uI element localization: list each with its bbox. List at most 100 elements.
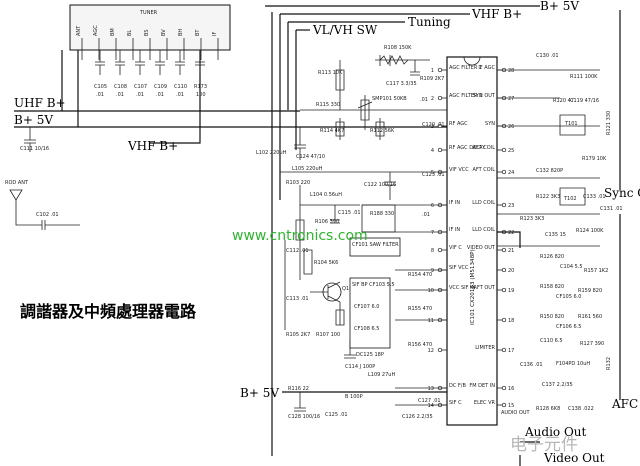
ic-pin-6-name: IF IN <box>449 200 460 206</box>
tuner-pin-bl: BL <box>127 30 133 36</box>
comp-r188: R188 330 <box>370 211 394 217</box>
ic-pin-8-name: VIF C <box>449 245 462 251</box>
comp-r128: R128 6K8 <box>536 406 560 412</box>
ic-pin-22-name: LLD COIL <box>472 227 495 233</box>
comp-c127: C127 .01 <box>418 398 441 404</box>
comp-c110b: C110 6.5 <box>540 338 563 344</box>
comp-r124: R124 100K <box>576 228 604 234</box>
rail-b5v-top: B+ 5V <box>540 0 579 13</box>
tuner-pin-if: IF <box>212 32 218 36</box>
ic-pin-4: 4 <box>431 148 434 154</box>
ic-pin-27-name: SYN OUT <box>473 93 496 99</box>
ic-pin-21-name: VIDEO OUT <box>467 245 496 251</box>
ic-pin-16: 16 <box>508 386 514 392</box>
ic-pin-14-name: SIF C <box>449 400 462 406</box>
output-audio: Audio Out <box>524 425 587 439</box>
comp-r105: R105 2K7 <box>286 332 310 338</box>
comp-c105: C105 <box>94 84 107 90</box>
ic-pin-1: 1 <box>431 68 434 74</box>
comp-c128: C128 100/16 <box>288 414 320 420</box>
comp-c125: C125 .01 <box>325 412 348 418</box>
comp-r111: R111 100K <box>570 74 598 80</box>
rail-b5v-left: B+ 5V <box>14 113 53 127</box>
comp-r158: R158 820 <box>540 284 564 290</box>
ic-pin-18: 18 <box>508 318 514 324</box>
comp-c114: C114 J 100P <box>345 364 375 370</box>
ic-pin-14: 14 <box>428 403 434 409</box>
ic-pin-11: 11 <box>428 318 434 324</box>
comp-r123: R123 3K3 <box>520 216 544 222</box>
comp-c135: C135 15 <box>545 232 566 238</box>
ic101-audio-out: AUDIO OUT <box>501 410 531 416</box>
comp-t102: T102 <box>563 196 577 202</box>
ic-pin-27: 27 <box>508 96 514 102</box>
comp-r157: R157 1K2 <box>584 268 608 274</box>
ic-pin-21: 21 <box>508 248 514 254</box>
comp-r121: R121 330 <box>606 111 612 135</box>
ic-pin-2: 2 <box>431 96 434 102</box>
tuner-pin-ant: ANT <box>76 25 82 36</box>
ic-pin-13-name: DC F/B <box>449 383 466 389</box>
ic-pin-5: 5 <box>431 170 434 176</box>
tuner-pin-bt: BT <box>195 29 201 36</box>
comp-c105-value: .01 <box>96 92 104 98</box>
ic-pin-26-name: SYN <box>485 121 495 127</box>
right-side-components: C130 .01 R111 100K C119 47/16 R120 47 T1… <box>497 10 640 466</box>
left-rails: UHF B+ B+ 5V VHF B+ C111 10/16 ROD ANT C… <box>5 50 470 230</box>
comp-c113: C113 .01 <box>286 296 309 302</box>
rail-vhf-top: VHF B+ <box>471 7 522 21</box>
comp-c116: .01 <box>422 212 430 218</box>
ic-pin-23: 23 <box>508 203 514 209</box>
comp-c120: C120 .01 <box>422 122 445 128</box>
comp-r179: R179 10K <box>582 156 607 162</box>
ic-pin-4-name: RF AGC DELAY <box>449 145 486 151</box>
tuner-pin-bs: BS <box>144 29 150 36</box>
comp-r113: R113 10K <box>318 70 343 76</box>
comp-c111: C111 10/16 <box>20 146 49 152</box>
rail-b5v-bottom: B+ 5V <box>240 386 279 400</box>
comp-r122: R122 3K3 <box>536 194 560 200</box>
tuner-pin-bh: BH <box>178 29 184 36</box>
comp-c138: C138 .022 <box>568 406 594 412</box>
comp-r150: R150 820 <box>540 314 564 320</box>
ic-pin-28: 28 <box>508 68 514 74</box>
comp-c112: C112 .01 <box>286 248 309 254</box>
comp-c115: C115 .01 <box>338 210 361 216</box>
watermark-corner: 电子元件 <box>510 435 578 455</box>
comp-r103: R103 220 <box>286 180 310 186</box>
comp-r159: R159 820 <box>578 288 602 294</box>
comp-c126: C126 2.2/35 <box>402 414 433 420</box>
comp-c110: C110 <box>174 84 187 90</box>
ic-pin-15: 15 <box>508 403 514 409</box>
if-front-end: R108 150K C117 3.3/35 R109 2K7 .01 R113 … <box>240 45 447 420</box>
comp-c124: C124 47/10 <box>296 154 325 160</box>
rail-uhf: UHF B+ <box>14 96 66 110</box>
tuner-decoupling-caps: C105.01C108.01C107.01C109.01C110.01R1731… <box>94 50 207 98</box>
comp-c110-value: .01 <box>176 92 184 98</box>
comp-f104pd: F104PD 10uH <box>556 361 590 367</box>
comp-cf101: CF101 SAW FILTER <box>352 242 399 248</box>
label-rod-ant: ROD ANT <box>5 180 29 186</box>
comp-r156: R156 470 <box>408 342 432 348</box>
comp-cf107: CF107 6.0 <box>354 304 379 310</box>
comp-r109: R109 2K7 <box>420 76 444 82</box>
ic-pin-22: 22 <box>508 230 514 236</box>
comp-c118: .01 <box>420 97 428 103</box>
comp-r106: R106 390 <box>315 219 339 225</box>
rail-vhf-left: VHF B+ <box>127 139 178 153</box>
comp-r120: R120 47 <box>553 98 574 104</box>
output-afc: AFC <box>611 397 638 411</box>
comp-c109: C109 <box>154 84 167 90</box>
comp-cf103: SIF BP CF103 5.5 <box>352 282 395 288</box>
comp-c108: C108 <box>114 84 127 90</box>
comp-r173: R173 <box>194 84 207 90</box>
ic-pin-9-name: SIF VCC <box>449 265 469 271</box>
ic-pin-15-name: ELEC VR <box>474 400 496 406</box>
ic-pin-20: 20 <box>508 268 514 274</box>
ic-pin-7: 7 <box>431 230 434 236</box>
ic-pin-25: 25 <box>508 148 514 154</box>
comp-c104: C104 5.5 <box>560 264 583 270</box>
ic-pin-19: 19 <box>508 288 514 294</box>
comp-r126: R126 820 <box>540 254 564 260</box>
output-video: Video Out <box>543 451 605 465</box>
